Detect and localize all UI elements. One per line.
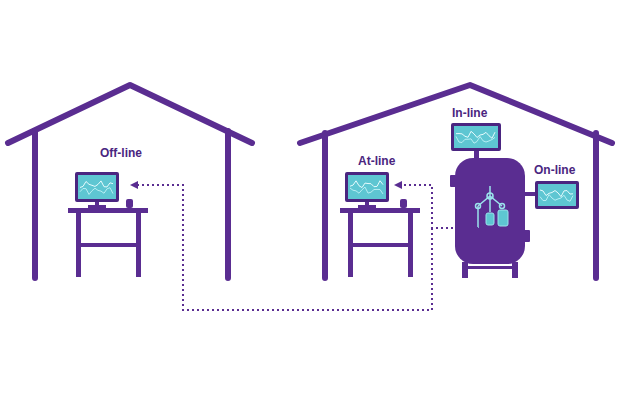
monitor-station: At-line (345, 154, 396, 202)
wave-line (350, 181, 383, 188)
desk (340, 208, 420, 213)
station-label: In-line (452, 106, 487, 120)
station-label: Off-line (100, 146, 142, 160)
monitor-station: Off-line (75, 146, 142, 202)
monitor-base (358, 205, 376, 208)
monitor-screen (535, 181, 579, 209)
vessel-leg (462, 262, 468, 278)
house-walls (325, 133, 596, 278)
monitor-station: In-line (451, 106, 501, 151)
waveform (78, 175, 116, 199)
sample-vial (498, 210, 508, 226)
waveform (348, 175, 386, 199)
house-walls (35, 131, 228, 278)
sample-vial (400, 199, 407, 208)
sampling-node (487, 193, 493, 199)
sampling-node (500, 204, 505, 209)
route-arrowhead (130, 181, 138, 189)
sample-route (138, 185, 432, 310)
process-vessel (455, 158, 525, 264)
wave-line (456, 131, 495, 138)
monitor-base (88, 205, 106, 208)
station-label: At-line (358, 154, 395, 168)
sampling-node (476, 204, 481, 209)
wave-line (456, 136, 495, 143)
monitor-screen (345, 172, 389, 202)
desk-bar (76, 243, 141, 247)
monitor-screen (451, 123, 501, 151)
route-arrowhead (394, 181, 402, 189)
vessel-fitting (524, 230, 530, 242)
waveform (538, 184, 576, 206)
vessel-leg (512, 262, 518, 278)
vessel-leg-bar (462, 266, 518, 269)
wave-line (80, 188, 113, 195)
wave-line (540, 195, 573, 202)
waveform (454, 126, 498, 148)
sample-vial (486, 213, 494, 225)
monitor-station: On-line (534, 163, 579, 209)
house-roof (8, 85, 252, 143)
monitor-screen (75, 172, 119, 202)
sample-vial (126, 199, 133, 208)
sample-route (402, 185, 478, 228)
desk (68, 208, 148, 213)
wave-line (350, 187, 383, 194)
wave-line (540, 190, 573, 197)
wave-line (80, 181, 113, 188)
station-label: On-line (534, 163, 575, 177)
vessel-fitting (450, 175, 456, 187)
desk-bar (348, 243, 413, 247)
